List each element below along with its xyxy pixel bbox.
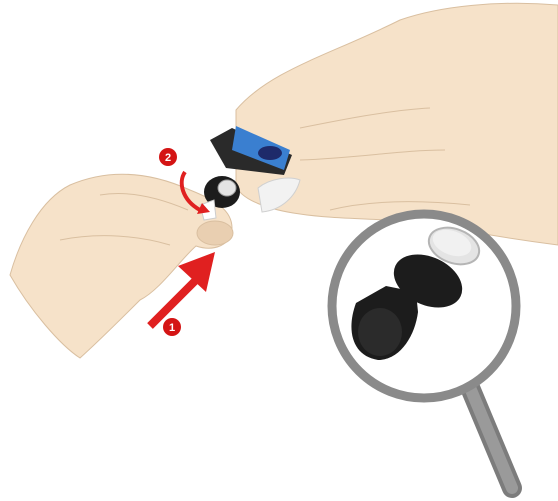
step-number-1: 1 [169, 322, 175, 334]
step-badge-1: 1 [163, 318, 181, 336]
step-number-2: 2 [165, 152, 171, 164]
right-hand [236, 3, 558, 245]
step-badge-2: 2 [159, 148, 177, 166]
